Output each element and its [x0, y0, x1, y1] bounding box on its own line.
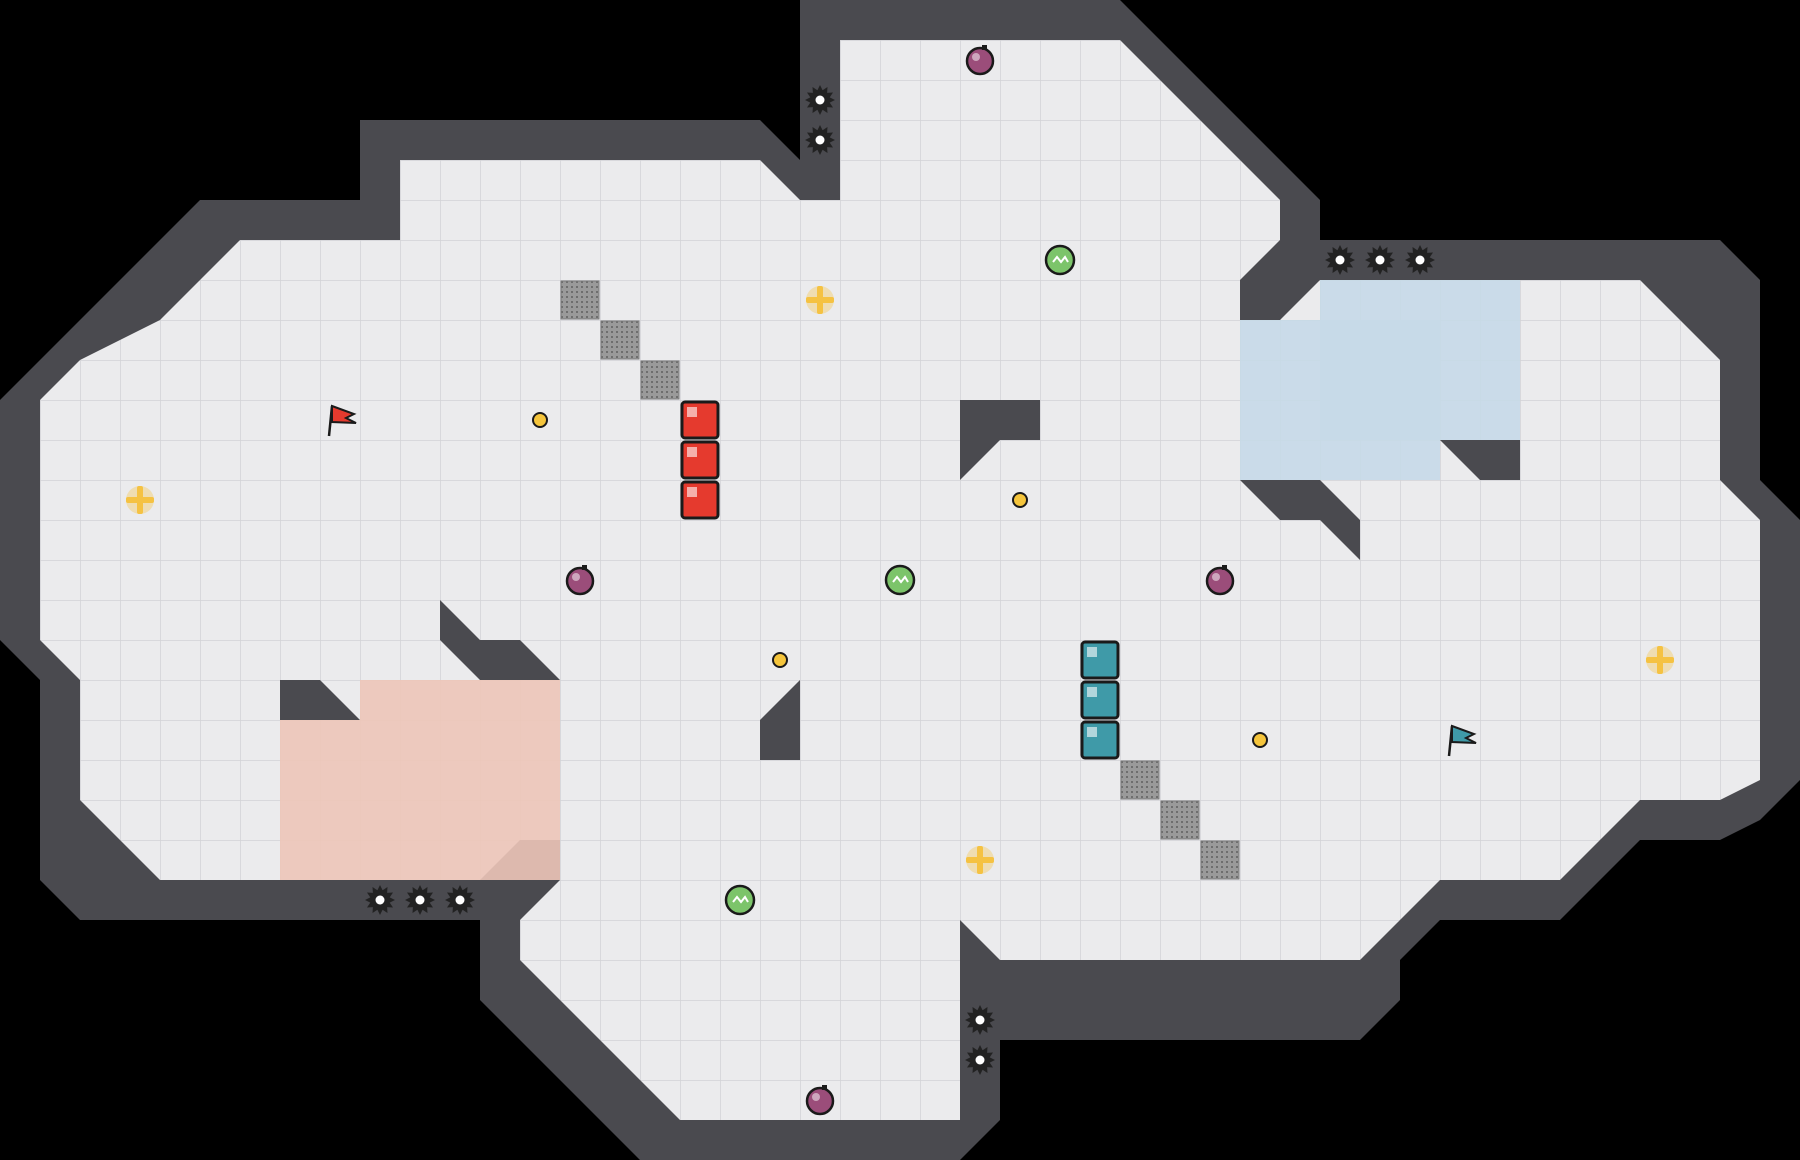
bomb-icon	[565, 565, 595, 596]
spike-icon	[365, 885, 395, 915]
red-gate-tile	[680, 480, 720, 520]
powerup-icon	[1044, 244, 1076, 276]
boost-icon	[966, 846, 994, 874]
grate-tile	[560, 280, 600, 320]
blue-flag-icon	[1447, 724, 1477, 757]
spike-icon	[805, 85, 835, 115]
button-icon	[1012, 492, 1028, 508]
grate-tile	[1200, 840, 1240, 880]
bomb-icon	[965, 45, 995, 76]
spike-icon	[965, 1005, 995, 1035]
grate-tile	[1160, 800, 1200, 840]
button-icon	[1252, 732, 1268, 748]
blue-team-zone	[1240, 280, 1520, 480]
powerup-icon	[884, 564, 916, 596]
button-icon	[532, 412, 548, 428]
red-flag-icon	[327, 404, 357, 437]
red-gate-tile	[680, 440, 720, 480]
grate-tile	[600, 320, 640, 360]
powerup-icon	[724, 884, 756, 916]
blue-gate-tile	[1080, 680, 1120, 720]
boost-icon	[806, 286, 834, 314]
boost-icon	[1646, 646, 1674, 674]
blue-gate-tile	[1080, 640, 1120, 680]
grate-tile	[1120, 760, 1160, 800]
spike-icon	[405, 885, 435, 915]
grate-tile	[640, 360, 680, 400]
spike-icon	[1325, 245, 1355, 275]
red-team-zone	[280, 680, 560, 880]
button-icon	[772, 652, 788, 668]
boost-icon	[126, 486, 154, 514]
spike-icon	[805, 125, 835, 155]
spike-icon	[445, 885, 475, 915]
interior-walls	[280, 160, 1520, 760]
bomb-icon	[805, 1085, 835, 1116]
spike-icon	[1405, 245, 1435, 275]
spike-icon	[965, 1045, 995, 1075]
spike-icon	[1365, 245, 1395, 275]
red-gate-tile	[680, 400, 720, 440]
blue-gate-tile	[1080, 720, 1120, 760]
bomb-icon	[1205, 565, 1235, 596]
